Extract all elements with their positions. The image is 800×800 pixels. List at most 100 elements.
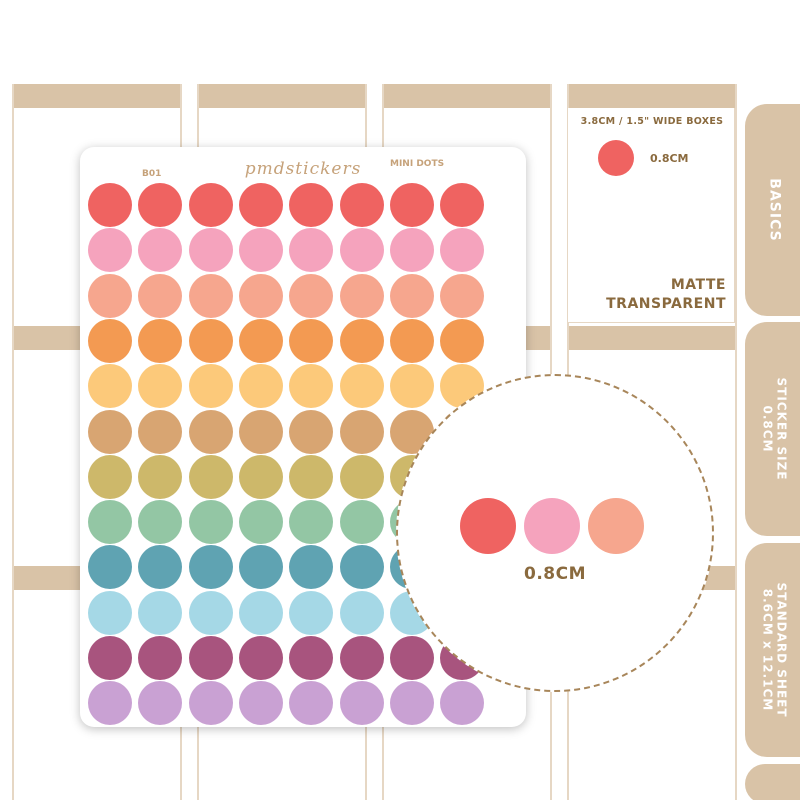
day-header — [382, 84, 550, 108]
dot-grid — [80, 147, 526, 727]
column-divider — [735, 84, 737, 800]
sticker-dot — [440, 183, 485, 227]
sticker-dot — [88, 318, 132, 363]
sticker-dot — [188, 183, 233, 227]
sticker-dot — [238, 228, 283, 273]
sticker-dot — [238, 273, 283, 318]
sticker-dot — [138, 409, 183, 454]
sticker-dot — [138, 636, 183, 680]
sticker-dot — [289, 273, 334, 318]
sticker-dot — [88, 681, 132, 726]
sticker-dot — [238, 590, 283, 635]
sticker-dot — [238, 318, 283, 363]
sticker-dot — [88, 364, 132, 409]
sticker-dot — [138, 318, 183, 363]
sticker-dot — [289, 183, 334, 227]
finish-line-transparent: TRANSPARENT — [606, 296, 726, 312]
sticker-dot — [188, 545, 233, 590]
sticker-dot — [138, 500, 183, 545]
sticker-dot — [339, 545, 384, 590]
sticker-dot — [339, 454, 384, 499]
sticker-dot — [339, 636, 384, 680]
sticker-dot — [238, 681, 283, 726]
box-width-label: 3.8CM / 1.5" WIDE BOXES — [580, 116, 724, 127]
sticker-dot — [339, 318, 384, 363]
tab-standard-sheet[interactable]: STANDARD SHEET 8.6CM x 12.1CM — [745, 543, 800, 757]
tab-sticker-size-line2: 0.8CM — [761, 405, 775, 453]
sticker-dot — [289, 409, 334, 454]
sticker-dot — [339, 228, 384, 273]
tab-basics-label: BASICS — [767, 178, 784, 242]
day-header — [12, 84, 180, 108]
sticker-dot — [188, 590, 233, 635]
sticker-dot — [389, 183, 434, 227]
sticker-dot — [138, 273, 183, 318]
sticker-dot — [88, 636, 132, 680]
sticker-dot — [88, 409, 132, 454]
zoom-preview: 0.8CM — [396, 374, 714, 692]
sticker-dot — [238, 409, 283, 454]
sticker-dot — [88, 590, 132, 635]
sticker-dot — [238, 183, 283, 227]
sticker-dot — [88, 454, 132, 499]
zoom-dot-peach — [588, 498, 644, 554]
sticker-dot — [88, 273, 132, 318]
sticker-dot — [88, 228, 132, 273]
sticker-dot — [138, 454, 183, 499]
tab-basics[interactable]: BASICS — [745, 104, 800, 316]
info-box: 3.8CM / 1.5" WIDE BOXES 0.8CM MATTE TRAN… — [567, 108, 735, 323]
sticker-dot — [188, 364, 233, 409]
sticker-dot — [138, 183, 183, 227]
sticker-dot — [440, 228, 485, 273]
finish-label: MATTE TRANSPARENT — [606, 276, 726, 314]
sticker-dot — [188, 273, 233, 318]
sticker-dot — [188, 454, 233, 499]
sticker-dot — [339, 183, 384, 227]
sticker-dot — [389, 318, 434, 363]
sticker-dot — [339, 590, 384, 635]
tab-sticker-size-line1: STICKER SIZE — [775, 377, 789, 481]
sticker-dot — [289, 590, 334, 635]
sticker-dot — [440, 318, 485, 363]
sticker-dot — [188, 228, 233, 273]
sticker-dot — [289, 545, 334, 590]
sticker-dot — [188, 636, 233, 680]
sticker-dot — [339, 500, 384, 545]
sticker-dot — [389, 636, 434, 680]
dot-size-label: 0.8CM — [650, 152, 689, 165]
sticker-dot — [88, 500, 132, 545]
tab-extra[interactable] — [745, 764, 800, 800]
sticker-dot — [339, 364, 384, 409]
sticker-dot — [238, 500, 283, 545]
sticker-dot — [188, 500, 233, 545]
sticker-dot — [238, 636, 283, 680]
sticker-dot — [289, 364, 334, 409]
tab-standard-sheet-line1: STANDARD SHEET — [775, 582, 789, 718]
sticker-dot — [88, 545, 132, 590]
zoom-dot-pink — [524, 498, 580, 554]
sticker-dot — [339, 681, 384, 726]
sticker-dot — [138, 681, 183, 726]
sticker-dot — [389, 273, 434, 318]
sticker-dot — [88, 183, 132, 227]
sticker-dot — [289, 454, 334, 499]
day-header — [567, 84, 735, 108]
sticker-dot — [138, 545, 183, 590]
sticker-dot — [238, 545, 283, 590]
sticker-dot — [238, 454, 283, 499]
sticker-dot — [289, 228, 334, 273]
zoom-dot-red — [460, 498, 516, 554]
finish-line-matte: MATTE — [670, 277, 726, 293]
sticker-dot — [238, 364, 283, 409]
zoom-size-label: 0.8CM — [523, 564, 586, 584]
sticker-dot — [138, 590, 183, 635]
sticker-dot — [188, 681, 233, 726]
sticker-dot — [389, 681, 434, 726]
tab-sticker-size[interactable]: STICKER SIZE 0.8CM — [745, 322, 800, 536]
tab-sticker-size-label: STICKER SIZE 0.8CM — [761, 377, 789, 480]
sticker-dot — [289, 636, 334, 680]
sticker-dot — [339, 273, 384, 318]
day-header — [567, 326, 735, 350]
sticker-dot — [440, 681, 485, 726]
sticker-dot — [289, 500, 334, 545]
